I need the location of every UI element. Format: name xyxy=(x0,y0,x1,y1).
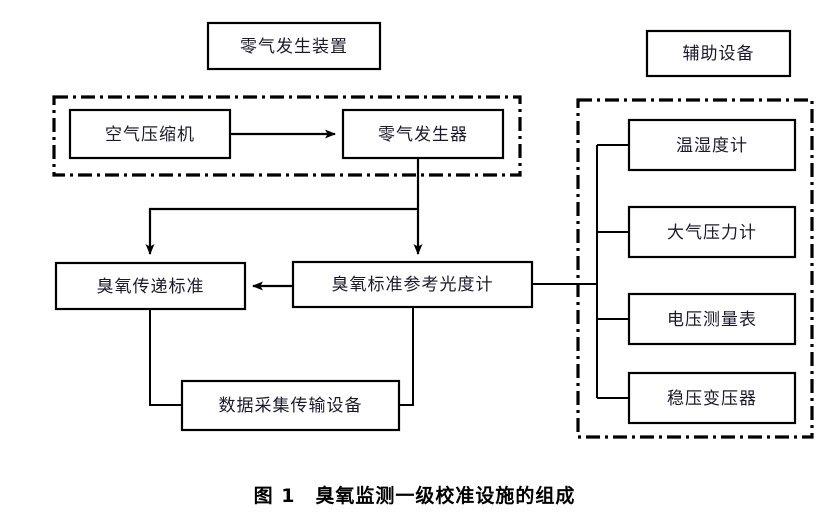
connector-generator-to-transfer xyxy=(145,207,418,255)
node-ozone-ref-photometer: 臭氧标准参考光度计 xyxy=(291,260,534,309)
node-zero-air-header-rect xyxy=(206,21,382,71)
node-ozone-ref-photometer-label: 臭氧标准参考光度计 xyxy=(332,275,494,295)
node-ozone-ref-photometer-rect xyxy=(291,260,534,309)
node-voltage-stabilizer: 稳压变压器 xyxy=(627,371,797,425)
node-zero-air-generator-label: 零气发生器 xyxy=(378,125,468,145)
node-ozone-transfer-std-rect xyxy=(54,261,247,311)
connector-transfer-to-data xyxy=(149,309,182,406)
node-ozone-transfer-std: 臭氧传递标准 xyxy=(54,261,247,311)
node-zero-air-header: 零气发生装置 xyxy=(206,21,382,71)
node-auxiliary-header-rect xyxy=(645,29,792,78)
node-voltage-meter-rect xyxy=(627,292,797,346)
node-auxiliary-header-label: 辅助设备 xyxy=(683,44,755,64)
node-zero-air-generator-rect xyxy=(341,108,505,160)
node-voltage-stabilizer-rect xyxy=(627,371,797,425)
node-air-compressor-label: 空气压缩机 xyxy=(105,125,195,145)
node-voltage-stabilizer-label: 稳压变压器 xyxy=(667,389,757,409)
node-barometer-rect xyxy=(627,205,797,259)
node-data-acquisition-rect xyxy=(180,379,401,432)
node-voltage-meter-label: 电压测量表 xyxy=(667,310,757,330)
zero-air-group-boundary xyxy=(52,95,522,177)
figure-caption: 图 1 臭氧监测一级校准设施的组成 xyxy=(253,485,576,507)
node-data-acquisition-label: 数据采集传输设备 xyxy=(219,396,363,416)
node-data-acquisition: 数据采集传输设备 xyxy=(180,379,401,432)
node-ozone-transfer-std-label: 臭氧传递标准 xyxy=(97,277,205,297)
node-voltage-meter: 电压测量表 xyxy=(627,292,797,346)
node-air-compressor: 空气压缩机 xyxy=(68,108,232,160)
node-barometer-label: 大气压力计 xyxy=(667,223,757,243)
node-auxiliary-header: 辅助设备 xyxy=(645,29,792,78)
node-zero-air-header-label: 零气发生装置 xyxy=(240,37,348,57)
node-thermo-hygrometer: 温湿度计 xyxy=(627,118,797,172)
auxiliary-group-boundary xyxy=(576,98,814,439)
node-barometer: 大气压力计 xyxy=(627,205,797,259)
node-thermo-hygrometer-rect xyxy=(627,118,797,172)
node-thermo-hygrometer-label: 温湿度计 xyxy=(676,136,748,156)
node-air-compressor-rect xyxy=(68,108,232,160)
node-zero-air-generator: 零气发生器 xyxy=(341,108,505,160)
connector-photometer-to-data xyxy=(399,307,414,406)
